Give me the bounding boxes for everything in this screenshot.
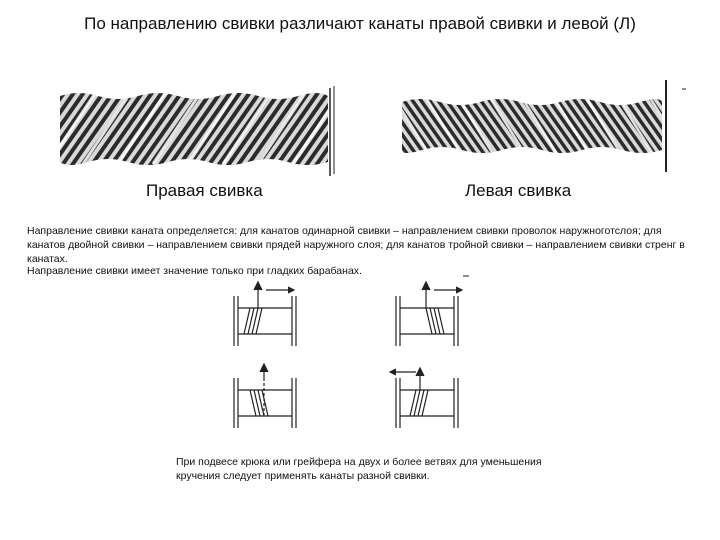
rope-left-lay-illustration bbox=[402, 80, 686, 172]
drum-bottom-left bbox=[233, 362, 297, 428]
caption-left-lay: Левая свивка bbox=[465, 181, 572, 200]
caption-right-lay: Правая свивка bbox=[146, 181, 263, 200]
drum-winding-diagram bbox=[233, 275, 469, 428]
page-title: По направлению свивки различают канаты п… bbox=[84, 14, 636, 33]
paragraph-smooth-drums: Направление свивки имеет значение только… bbox=[27, 265, 362, 277]
drum-bottom-right bbox=[388, 366, 459, 428]
paragraph-hook-suspension: При подвесе крюка или грейфера на двух и… bbox=[176, 456, 542, 482]
drum-top-right bbox=[395, 280, 464, 346]
drum-top-left bbox=[233, 280, 297, 346]
paragraph-lay-definition: Направление свивки каната определяется: … bbox=[27, 225, 685, 265]
rope-right-lay-illustration bbox=[60, 86, 335, 176]
